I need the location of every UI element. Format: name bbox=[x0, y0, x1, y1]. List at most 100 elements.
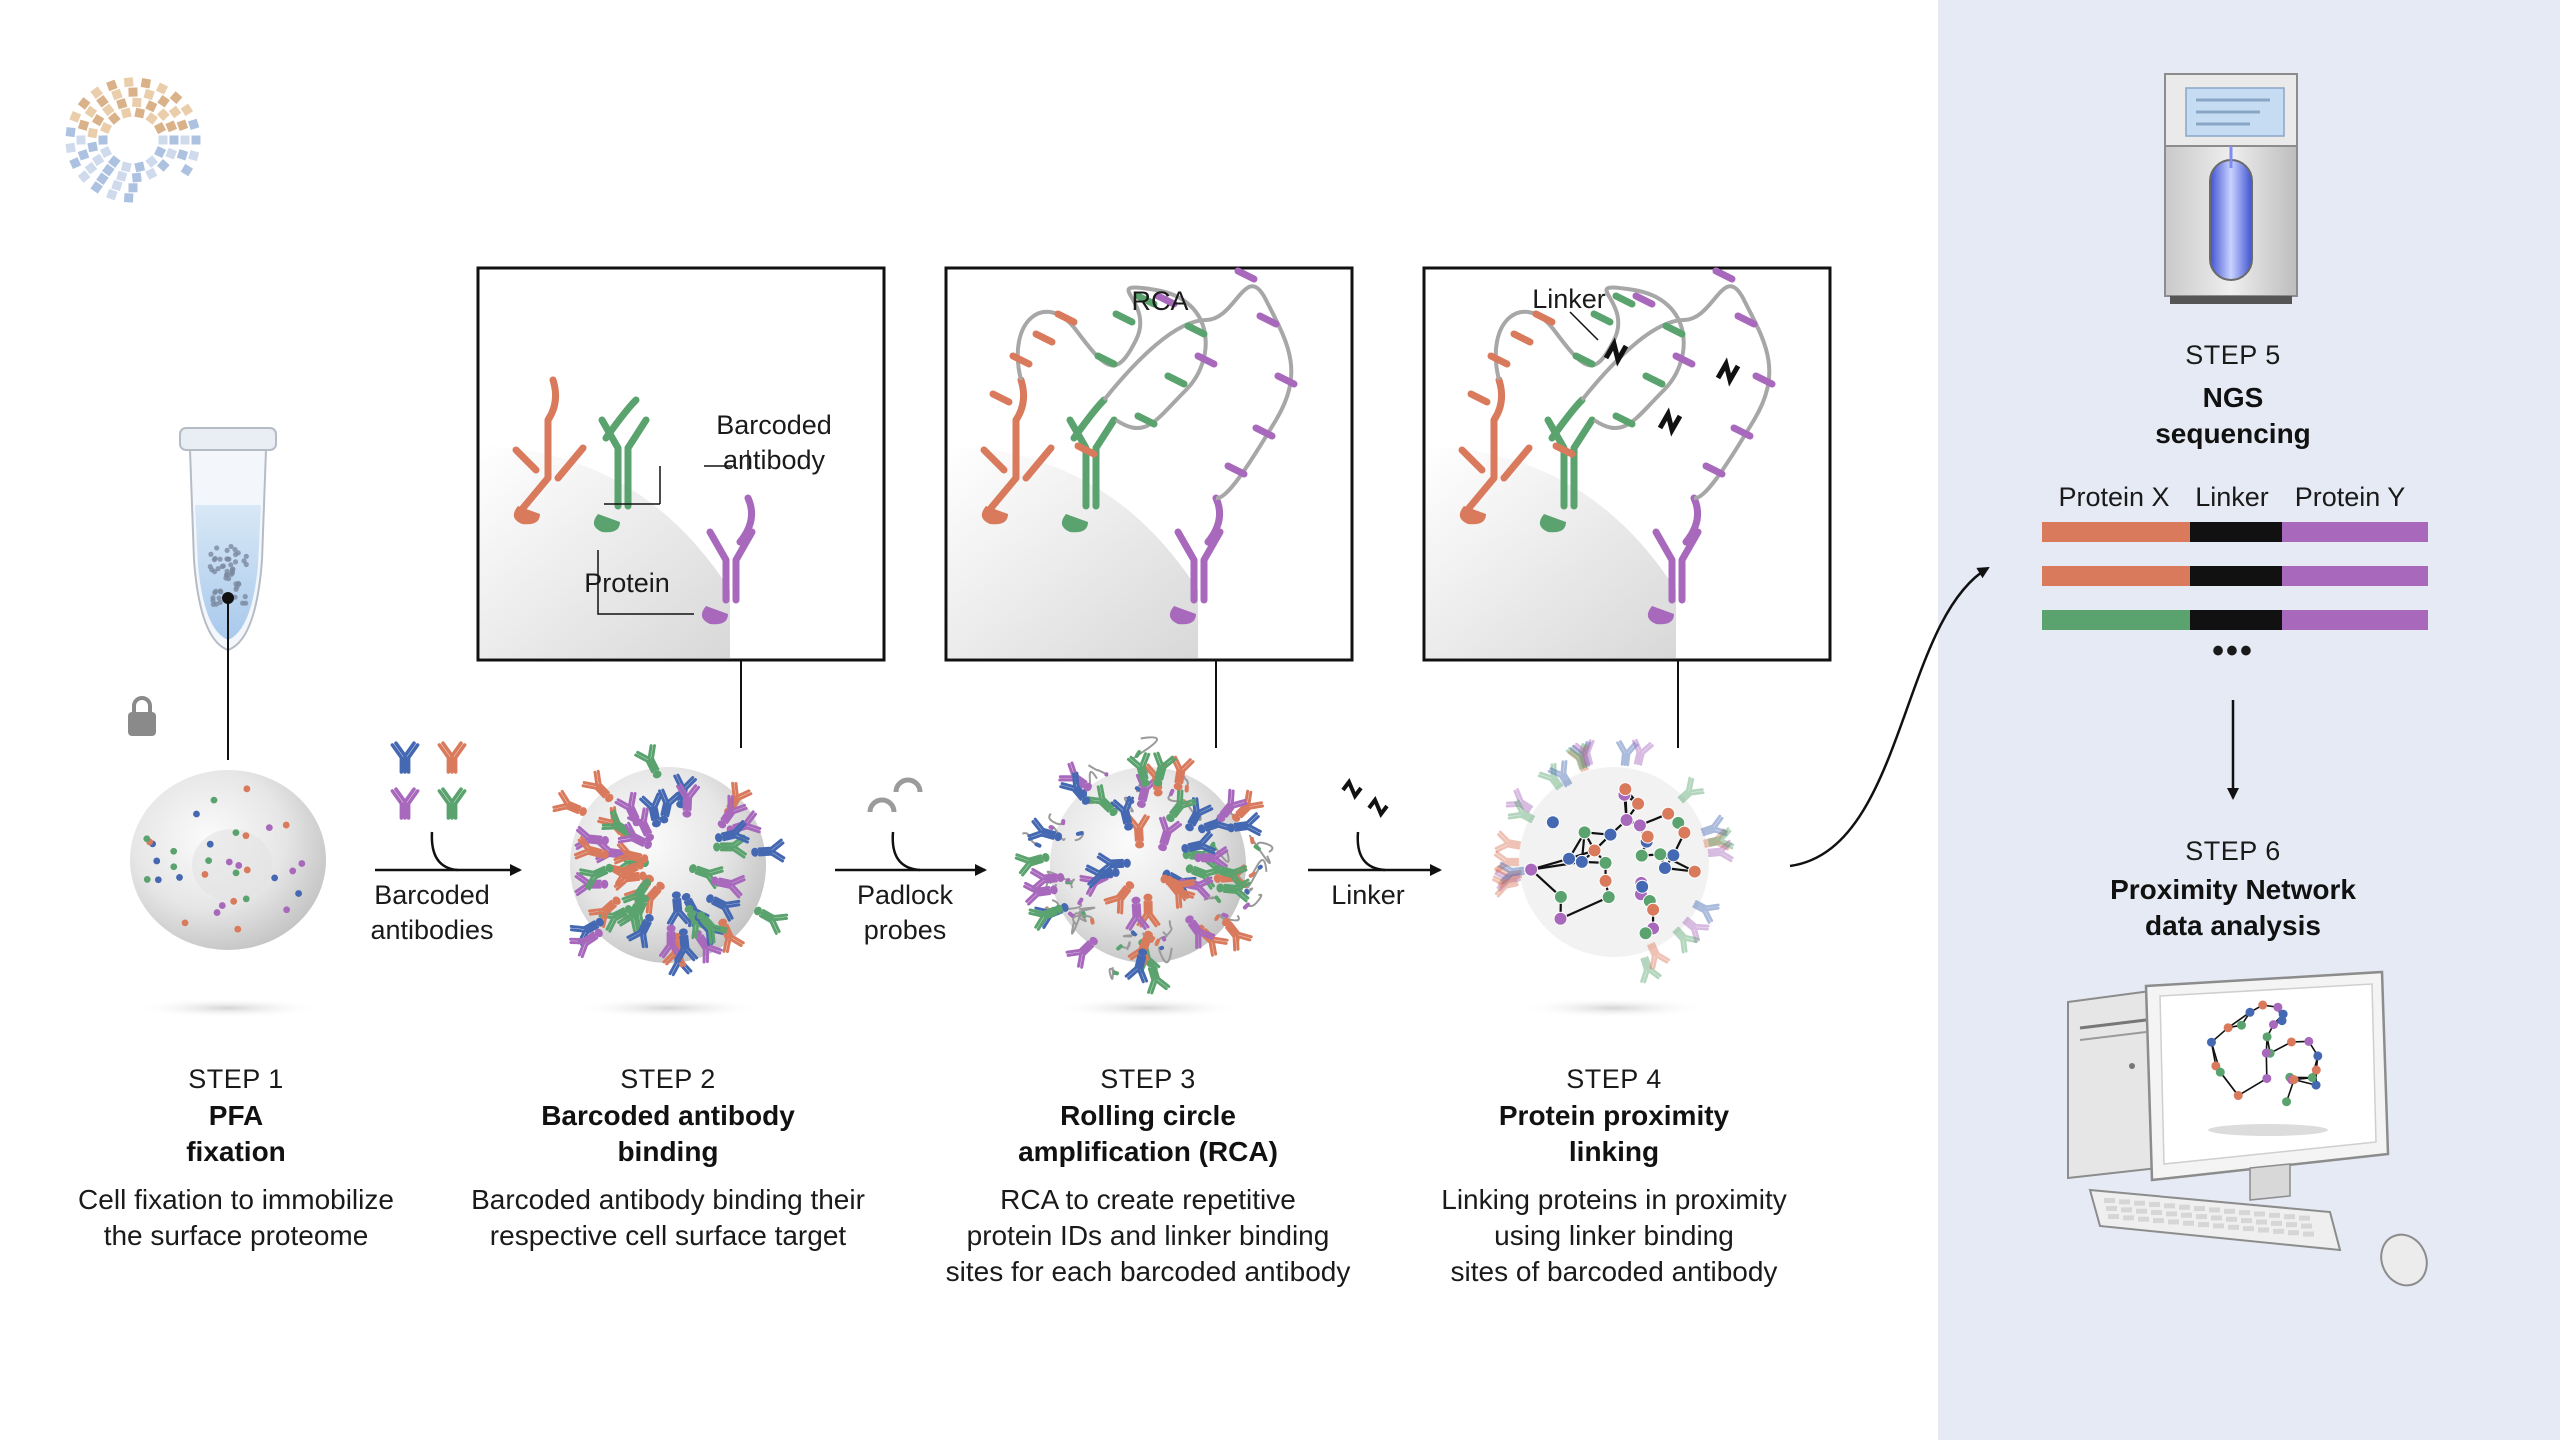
inset-step4 bbox=[1422, 266, 1832, 748]
cell-step1 bbox=[130, 770, 326, 950]
monitor-node bbox=[2262, 1073, 2272, 1083]
monitor-node bbox=[2245, 1007, 2255, 1017]
antibody bbox=[1014, 853, 1050, 877]
rca-strand bbox=[1108, 967, 1118, 980]
antibody bbox=[1027, 817, 1063, 842]
logo-tile bbox=[87, 127, 98, 139]
inset-antibody-purple bbox=[706, 494, 756, 604]
rca-segment bbox=[1134, 750, 1142, 758]
key bbox=[2108, 1214, 2119, 1219]
step1-number: STEP 1 bbox=[188, 1064, 284, 1094]
key bbox=[2183, 1220, 2194, 1226]
network-node bbox=[1634, 848, 1649, 863]
logo-tile bbox=[154, 145, 167, 158]
network-node bbox=[1657, 860, 1672, 875]
logo-tile bbox=[77, 149, 90, 161]
network-node bbox=[1677, 825, 1692, 840]
antibody bbox=[639, 792, 663, 828]
logo-tile bbox=[96, 94, 109, 108]
rca-segment bbox=[1134, 292, 1158, 308]
network-node bbox=[1524, 862, 1539, 877]
monitor-node bbox=[2286, 1037, 2296, 1047]
logo-tile bbox=[176, 119, 189, 131]
logo-tile bbox=[140, 78, 152, 89]
protein-dot bbox=[232, 869, 240, 877]
key bbox=[2256, 1219, 2267, 1225]
key bbox=[2151, 1210, 2162, 1216]
protein-dot bbox=[170, 847, 178, 855]
logo-tile bbox=[111, 88, 123, 101]
read-protein-x bbox=[2042, 522, 2190, 542]
logo-tile bbox=[156, 159, 170, 172]
inset-antibody-green bbox=[1066, 396, 1118, 510]
antibody bbox=[754, 906, 789, 935]
logo-tile bbox=[87, 141, 99, 153]
read-linker bbox=[2190, 522, 2282, 542]
logo-tile bbox=[188, 150, 200, 162]
tube-dot bbox=[225, 556, 231, 562]
protein-dot bbox=[210, 796, 218, 804]
logo-tile bbox=[145, 100, 158, 113]
logo-tile bbox=[180, 135, 190, 145]
protein-dot bbox=[271, 874, 279, 882]
rca-segment bbox=[1642, 372, 1666, 388]
monitor-node bbox=[2307, 1073, 2317, 1083]
tube-dot bbox=[229, 570, 235, 576]
protein-dot bbox=[225, 858, 233, 866]
rca-segment bbox=[1752, 372, 1776, 388]
seq-ellipsis: ••• bbox=[2212, 632, 2254, 670]
monitor-node bbox=[2211, 1061, 2221, 1071]
seq-header-protein-x: Protein X bbox=[2058, 482, 2170, 512]
inset-protein-purple bbox=[701, 606, 728, 625]
network-node bbox=[1653, 847, 1668, 862]
network-node bbox=[1640, 829, 1655, 844]
rca-segment bbox=[1094, 352, 1118, 368]
protein-dot bbox=[176, 874, 183, 881]
key bbox=[2166, 1211, 2177, 1217]
tube-dot bbox=[210, 597, 216, 604]
antibody bbox=[1498, 861, 1525, 885]
inset-antibody-purple bbox=[1174, 494, 1224, 604]
antibody bbox=[1096, 852, 1131, 877]
inset-antibody-orange bbox=[980, 376, 1055, 512]
antibody bbox=[621, 878, 652, 913]
antibody bbox=[1185, 797, 1214, 832]
read-linker bbox=[2190, 566, 2282, 586]
rca-segment bbox=[1467, 390, 1491, 406]
rca-segment bbox=[1224, 462, 1248, 478]
key bbox=[2136, 1208, 2147, 1214]
protein-dot bbox=[170, 863, 178, 871]
rca-segment bbox=[1221, 912, 1229, 919]
network-node bbox=[1587, 843, 1602, 858]
step4-number: STEP 4 bbox=[1566, 1064, 1662, 1094]
antibody bbox=[717, 794, 748, 829]
rca-strand bbox=[1248, 834, 1271, 864]
rca-segment bbox=[1032, 330, 1056, 346]
antibody bbox=[1023, 881, 1058, 906]
arrow-step1-step2 bbox=[375, 741, 522, 876]
tube-dot bbox=[232, 559, 239, 565]
key bbox=[2149, 1202, 2160, 1208]
cell-step4 bbox=[1492, 738, 1735, 984]
network-node bbox=[1598, 855, 1613, 870]
rca-strand bbox=[1247, 893, 1263, 908]
rca-segment bbox=[1130, 930, 1137, 937]
key bbox=[2179, 1204, 2190, 1210]
logo-tile bbox=[101, 103, 115, 117]
rca-strand bbox=[1078, 906, 1096, 915]
logo-tile bbox=[168, 105, 182, 119]
antibody bbox=[1153, 751, 1177, 787]
antibody bbox=[1125, 896, 1150, 931]
key bbox=[2106, 1206, 2117, 1211]
protein-dot bbox=[298, 860, 306, 867]
antibody bbox=[609, 860, 644, 887]
rca-segment bbox=[1161, 936, 1167, 942]
network-node bbox=[1553, 889, 1568, 904]
network-node bbox=[1577, 825, 1592, 840]
protein-dot bbox=[213, 909, 221, 916]
inset-antibody-green bbox=[598, 396, 650, 510]
inset-antibody-green bbox=[1544, 396, 1596, 510]
key bbox=[2303, 1231, 2314, 1237]
antibody bbox=[1185, 915, 1216, 949]
logo-tile bbox=[157, 95, 170, 108]
